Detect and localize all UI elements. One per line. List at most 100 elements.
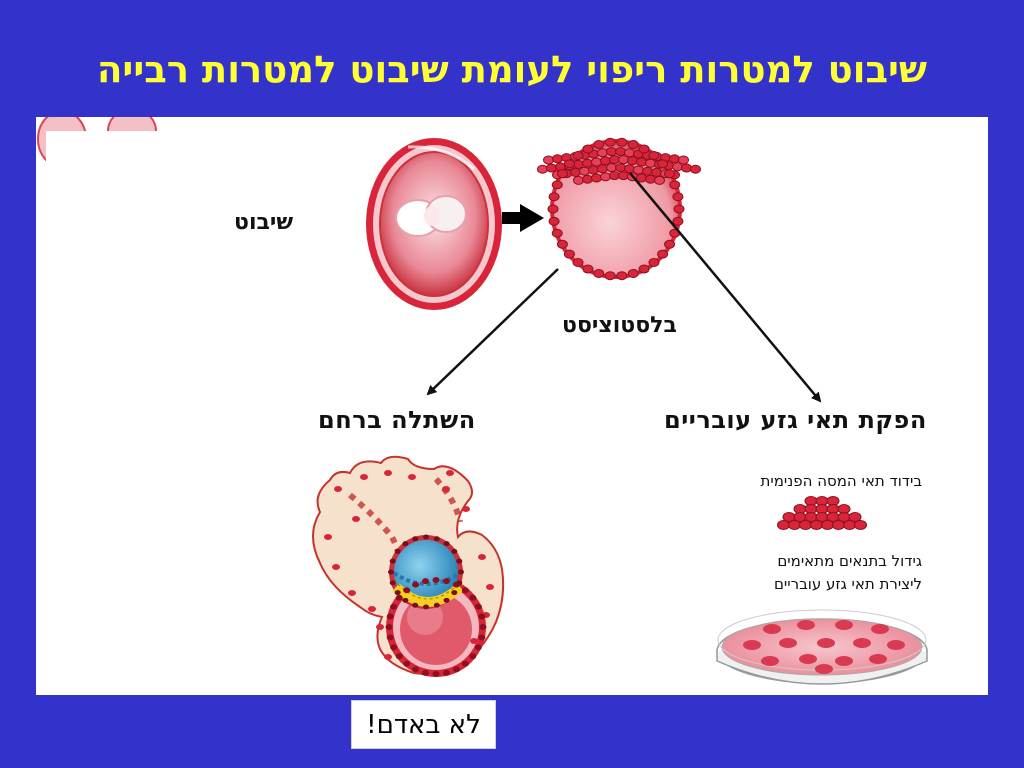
inner-mass-cell — [615, 163, 626, 173]
colony — [835, 656, 853, 666]
isolated-cell — [821, 520, 834, 530]
embryo-wall-cell — [478, 634, 486, 641]
tissue-cell — [332, 564, 340, 570]
sac-wall-cell — [433, 536, 440, 542]
trophoblast-cell — [572, 151, 584, 161]
embryo-wall-cell — [432, 577, 440, 583]
warning-box: לא באדם! — [351, 700, 496, 749]
embryo-wall-cell — [386, 613, 394, 620]
inner-mass-cell — [573, 175, 584, 185]
inner-mass-cell — [678, 155, 689, 165]
sac-wall-cell — [451, 548, 458, 554]
inner-mass-cell — [681, 163, 692, 173]
trophoblast-cell — [669, 180, 681, 190]
inner-mass-cell — [672, 162, 683, 172]
colony — [799, 654, 817, 664]
trophoblast-cell — [672, 216, 684, 226]
trophoblast-cell — [572, 257, 584, 267]
inner-mass-cell — [618, 155, 629, 165]
colony — [887, 640, 905, 650]
trophoblast-cell — [664, 169, 676, 179]
isolated-cell — [799, 520, 812, 530]
trophoblast-cell — [627, 268, 639, 278]
trophoblast-cell — [604, 137, 616, 147]
isolated-cell — [843, 520, 856, 530]
growth-label-line2: ליצירת תאי גזע עובריים — [773, 575, 922, 593]
colony — [779, 638, 797, 648]
isolated-cell-cluster — [777, 496, 867, 530]
tissue-cell — [352, 516, 360, 522]
trophoblast-cell — [551, 228, 563, 238]
tissue-cell — [442, 486, 450, 492]
tissue-cell — [384, 654, 392, 660]
inner-mass-cell — [543, 155, 554, 165]
colony — [815, 664, 833, 674]
colony — [797, 620, 815, 630]
sac-wall-cell — [451, 590, 458, 596]
inner-mass-cell — [537, 164, 548, 174]
diagram-illustration — [37, 117, 928, 685]
sac-wall-cell — [402, 597, 409, 603]
embryo-wall-cell — [422, 669, 430, 676]
growth-label: גידול בתנאים מתאימים ליצירת תאי גזע עובר… — [692, 550, 922, 596]
embryo-wall-cell — [412, 666, 420, 673]
corner-cell-remnants — [37, 117, 216, 251]
trophoblast-cell — [616, 137, 628, 147]
embryo-wall-cell — [390, 644, 398, 651]
growth-label-line1: גידול בתנאים מתאימים — [777, 552, 922, 570]
inner-mass-cell — [591, 173, 602, 183]
inner-mass-cell — [627, 156, 638, 166]
colony — [871, 624, 889, 634]
isolated-cell — [854, 520, 867, 530]
embryo-wall-cell — [442, 578, 450, 585]
embryo-wall-cell — [403, 587, 411, 594]
sac-wall-cell — [402, 541, 409, 547]
embryo-wall-cell — [479, 624, 487, 630]
inner-mass-cell — [645, 174, 656, 184]
sac-wall-cell — [412, 602, 419, 608]
cloned-egg-cell — [366, 138, 502, 310]
trophoblast-cell — [627, 140, 639, 150]
colony — [761, 656, 779, 666]
inner-mass-cell — [570, 167, 581, 177]
arrow-to-implantation — [426, 268, 559, 396]
trophoblast-cell — [593, 268, 605, 278]
trophoblast-cell — [657, 249, 669, 259]
trophoblast-cell — [547, 204, 559, 214]
embryo-wall-cell — [422, 578, 430, 585]
tissue-cell — [486, 584, 494, 590]
diagram-panel: שיבוט בלסטוציסט השתלה ברחם הפקת תאי גזע … — [36, 117, 988, 695]
colony — [763, 624, 781, 634]
tissue-cell — [376, 624, 384, 630]
embryo-wall-cell — [469, 594, 477, 601]
trophoblast-cell — [563, 249, 575, 259]
inner-mass-cell — [690, 164, 701, 174]
embryo-wall-cell — [469, 653, 477, 660]
nucleus-pair — [395, 195, 467, 237]
trophoblast-cell — [672, 192, 684, 202]
arrow-to-stem-cells — [629, 172, 822, 403]
embryo-wall-cell — [390, 603, 398, 610]
colony — [869, 654, 887, 664]
blastocyst — [537, 137, 701, 281]
embryo-wall-cell — [474, 644, 482, 651]
inner-mass-cell — [579, 166, 590, 176]
colony — [817, 638, 835, 648]
embryo-wall-cell — [386, 634, 394, 641]
sac-wall-cell — [443, 541, 450, 547]
tissue-cell — [368, 606, 376, 612]
sac-wall-cell — [394, 548, 401, 554]
embryo-wall-cell — [395, 594, 403, 601]
inner-mass-cell — [597, 164, 608, 174]
trophoblast-cell — [548, 216, 560, 226]
colony — [853, 638, 871, 648]
sac-wall-cell — [389, 580, 396, 586]
embryo-wall-cell — [412, 581, 420, 588]
trophoblast-cell — [657, 159, 669, 169]
cell-colonies — [743, 620, 905, 674]
sac-wall-cell — [443, 597, 450, 603]
trophoblast-cell — [648, 257, 660, 267]
inner-mass-cell — [600, 172, 611, 182]
embryo-wall-cell — [432, 671, 440, 677]
inner-mass-cell — [645, 158, 656, 168]
